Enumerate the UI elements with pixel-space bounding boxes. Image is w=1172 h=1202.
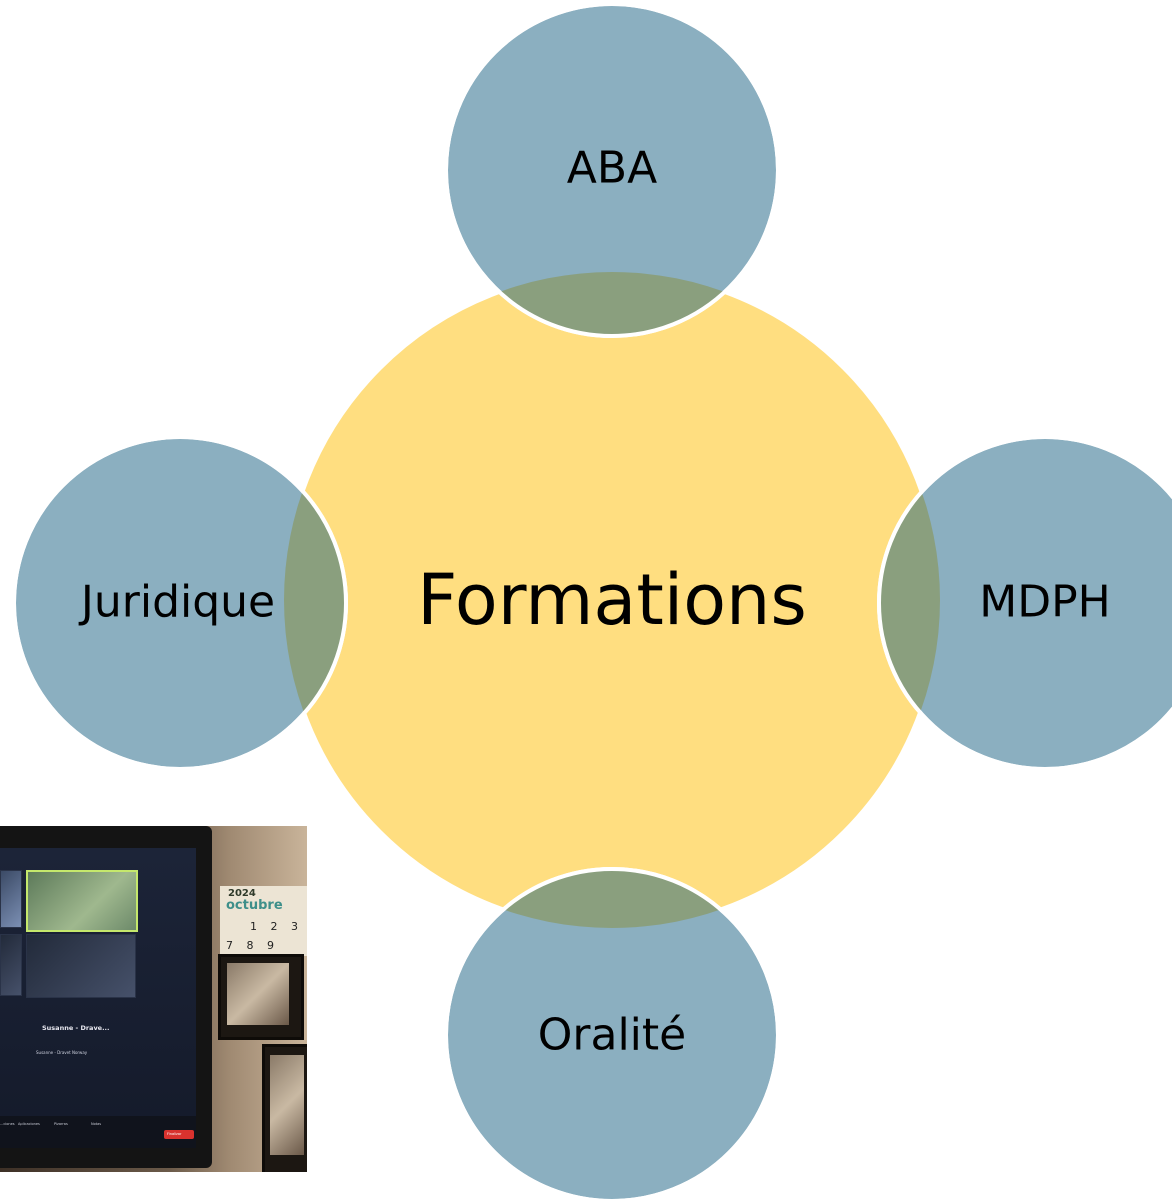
video-tile-active	[26, 870, 138, 932]
toolbar-item: Aplicaciones	[18, 1122, 40, 1126]
call-toolbar	[0, 1116, 196, 1148]
toolbar-item: Pizarras	[54, 1122, 68, 1126]
video-tile	[0, 870, 22, 928]
calendar-month: octubre	[226, 898, 283, 913]
participant-subtitle: Susanne - Dravet Norway	[36, 1050, 88, 1055]
participant-name: Susanne - Drave...	[42, 1024, 110, 1032]
toolbar-item: ...ciones	[0, 1122, 15, 1126]
calendar-year: 2024	[228, 888, 256, 899]
center-label: Formations	[417, 559, 807, 641]
calendar-row-1: 1 2 3	[250, 920, 303, 933]
photo-inset: 2024 octubre 1 2 3 7 8 9 Susanne - Drave…	[0, 826, 307, 1172]
end-call-button: Finalizar	[164, 1130, 194, 1139]
video-tile	[0, 934, 22, 996]
toolbar-item: Notas	[91, 1122, 102, 1126]
satellite-circles	[12, 2, 1172, 1202]
satellite-label-aba: ABA	[567, 143, 657, 194]
satellite-label-mdph: MDPH	[979, 577, 1110, 628]
video-tile	[26, 934, 136, 998]
photo-frame-1	[218, 954, 304, 1040]
calendar-row-2: 7 8 9	[226, 939, 279, 952]
circle-outlines	[12, 2, 1172, 1202]
photo-frame-2	[262, 1044, 307, 1172]
end-call-label: Finalizar	[167, 1132, 182, 1136]
satellite-label-juridique: Juridique	[78, 577, 275, 628]
satellite-label-oralite: Oralité	[538, 1010, 686, 1061]
wall-calendar	[220, 886, 307, 956]
video-call-screen	[0, 848, 196, 1148]
